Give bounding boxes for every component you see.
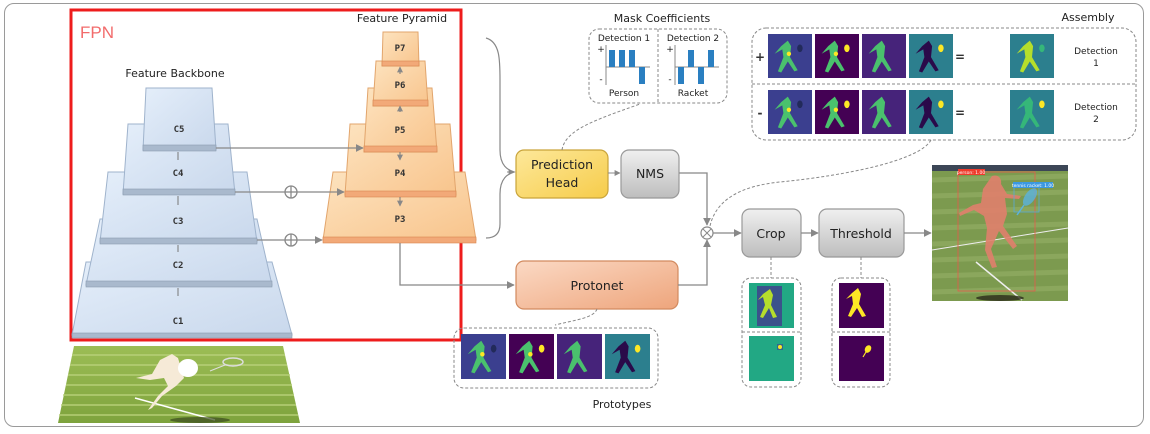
prototype-tile-4 [605,334,650,379]
pyramid-label-p4: P4 [395,169,406,179]
result-label-person: person: 1.00 [957,170,986,176]
assembly-prototype-tile [862,90,906,134]
threshold-outputs [831,277,891,388]
backbone-label-c5: C5 [174,125,185,135]
assembly-prototype-tile [862,34,906,78]
threshold-block[interactable]: Threshold [818,208,905,258]
nms-label: NMS [636,166,664,181]
result-label-racket: tennis racket: 1.00 [1012,183,1054,189]
matrix-multiply-node [700,226,714,240]
coefficient-bar [639,67,645,84]
prototypes: Prototypes [453,327,659,411]
assembly-prototype-tile [909,90,953,134]
backbone-label-c3: C3 [173,217,184,227]
pyramid-label-p5: P5 [395,126,406,136]
coefficient-bar [678,67,684,84]
assembly-operator: + [755,50,765,64]
assembly-title: Assembly [1061,11,1115,24]
crop-output-detection-2 [749,336,794,381]
assembly-result-tile [1010,90,1054,134]
pyramid-title: Feature Pyramid [357,12,447,25]
axis-minus: - [599,75,602,85]
threshold-output-detection-2 [839,336,884,381]
backbone-label-c1: C1 [173,317,184,327]
feature-backbone: Feature Backbone C1 C2 C3 C4 C5 [71,67,293,339]
assembly-prototype-tile [815,34,859,78]
prototype-tile-3 [557,334,602,379]
coefficient-bar [619,50,625,67]
coefficient-bar [688,50,694,67]
mask-coefficients: Mask Coefficients Detection 1+-PersonDet… [588,12,728,104]
backbone-level-c5 [142,87,217,151]
coefficient-class-label: Person [609,89,639,99]
prototype-tile-2 [509,334,554,379]
coefficient-detection-label: Detection 2 [667,34,719,44]
threshold-output-detection-1 [839,283,884,328]
crop-outputs [741,277,802,388]
assembly-prototype-tile [768,90,812,134]
threshold-label: Threshold [829,226,892,241]
assembly-operator: = [955,50,965,64]
backbone-label-c2: C2 [173,261,184,271]
result-image: person: 1.00 tennis racket: 1.00 [931,165,1069,301]
prototypes-title: Prototypes [593,398,652,411]
axis-minus: - [668,75,671,85]
protonet-block[interactable]: Protonet [515,260,679,310]
backbone-label-c4: C4 [173,169,184,179]
nms-block[interactable]: NMS [620,149,680,199]
protonet-label: Protonet [571,278,624,293]
pyramid-brace [485,37,516,239]
coefficient-bar [698,67,704,84]
assembly-prototype-tile [768,34,812,78]
p3-to-protonet-arrow [399,243,515,289]
coefficient-bar [708,50,714,67]
mask-coefficients-title: Mask Coefficients [614,12,711,25]
assembly-result-tile [1010,34,1054,78]
input-image [58,346,300,423]
coefficient-chart-1: Detection 1+ -Person [597,34,650,99]
backbone-title: Feature Backbone [125,67,224,80]
coefficient-class-label: Racket [678,89,709,99]
axis-plus: + [597,45,605,55]
coefficient-bar [609,50,615,67]
coefficient-detection-label: Detection 1 [598,34,650,44]
pyramid-label-p7: P7 [395,44,406,54]
fpn-label: FPN [80,23,114,42]
assembly-detection-label: Detection [1074,103,1118,113]
prediction-head-label-line2: Head [546,175,579,190]
assembly-operator: = [955,106,965,120]
prediction-head-block[interactable]: Prediction Head [515,149,609,199]
assembly-detection-label: Detection [1074,47,1118,57]
lateral-connections [216,144,364,247]
prediction-head-label-line1: Prediction [531,157,593,172]
feature-pyramid: Feature Pyramid P3 P4 P5 P6 P7 [322,12,477,244]
pyramid-label-p6: P6 [395,81,406,91]
assembly-operator: - [758,106,763,120]
prototype-tile-1 [461,334,506,379]
crop-block[interactable]: Crop [741,208,802,258]
pyramid-label-p3: P3 [395,215,406,225]
crop-label: Crop [756,226,785,241]
coefficient-bar [629,50,635,67]
assembly-detection-number: 1 [1093,59,1099,69]
axis-plus: + [666,45,674,55]
diagram-frame [4,3,1144,427]
assembly-prototype-tile [909,34,953,78]
assembly-detection-number: 2 [1093,115,1099,125]
coefficient-chart-2: Detection 2+ -Racket [666,34,719,99]
assembly-prototype-tile [815,90,859,134]
